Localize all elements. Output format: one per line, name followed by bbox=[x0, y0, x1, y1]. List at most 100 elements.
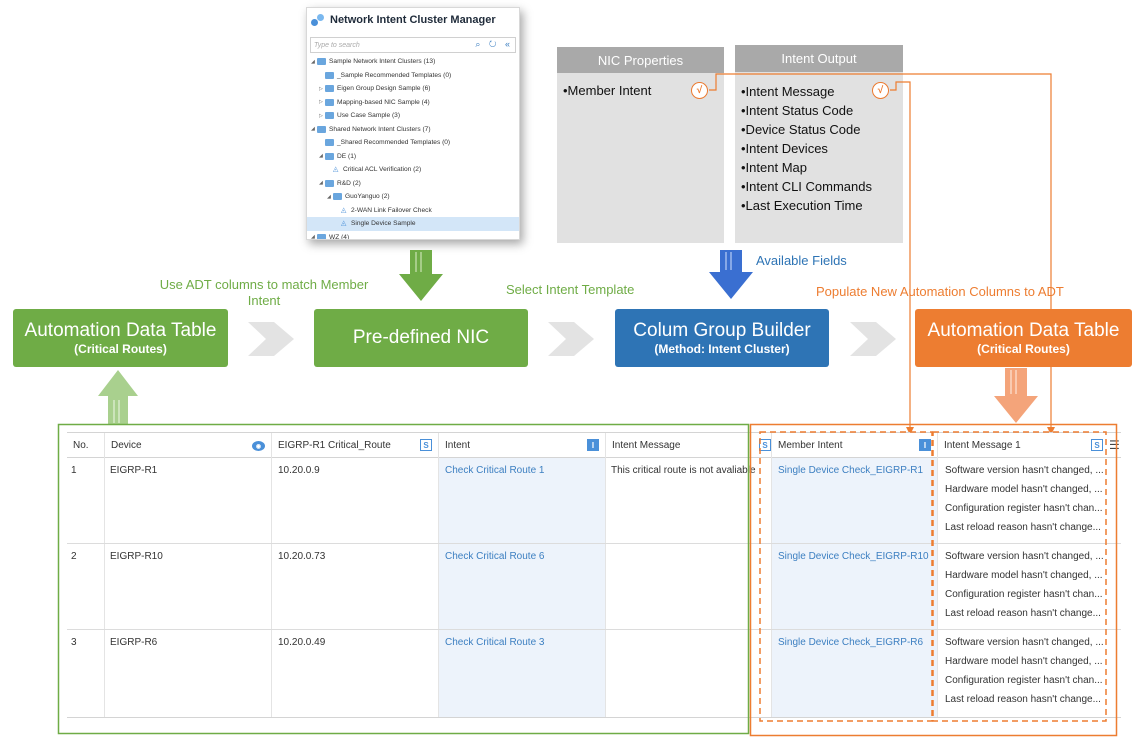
tree-item[interactable]: ◢ Shared Network Intent Clusters (7) bbox=[307, 123, 519, 137]
header-member-intent[interactable]: Member Intent I bbox=[772, 433, 937, 458]
arrow-down-blue bbox=[709, 250, 753, 299]
tree-list: ◢ Sample Network Intent Clusters (13) _Sam… bbox=[307, 55, 519, 240]
tree-search-input[interactable]: Type to search ⌕ ↻ « bbox=[310, 37, 516, 53]
intent-type-icon: I bbox=[919, 439, 931, 451]
expand-toggle-icon[interactable]: ◢ bbox=[327, 193, 331, 200]
intent-output-item: •Device Status Code bbox=[741, 122, 861, 137]
check-icon: √ bbox=[872, 82, 889, 99]
header-intent-message[interactable]: Intent Message S bbox=[606, 433, 771, 458]
panel-title-text: Network Intent Cluster Manager bbox=[330, 14, 496, 26]
cell-intent-link[interactable]: Check Critical Route 1 bbox=[445, 465, 545, 476]
expand-toggle-icon[interactable]: ▷ bbox=[319, 85, 323, 92]
panel-title: Network Intent Cluster Manager bbox=[307, 8, 519, 32]
tree-item-label: Shared Network Intent Clusters (7) bbox=[329, 125, 431, 133]
intent-cluster-icon: ◬ bbox=[333, 166, 339, 174]
cell-message-line: Software version hasn't changed, ... bbox=[945, 637, 1104, 648]
expand-toggle-icon[interactable]: ◢ bbox=[319, 180, 323, 187]
string-type-icon: S bbox=[1091, 439, 1103, 451]
flow-box-title: Colum Group Builder bbox=[633, 320, 811, 341]
cell-message-line: Software version hasn't changed, ... bbox=[945, 465, 1104, 476]
cell-message-line: Software version hasn't changed, ... bbox=[945, 551, 1104, 562]
cell-route: 10.20.0.73 bbox=[278, 551, 326, 562]
arrow-down-green bbox=[399, 250, 443, 301]
folder-icon bbox=[325, 71, 334, 79]
cell-message-line: Configuration register hasn't chan... bbox=[945, 675, 1103, 686]
cell-member-intent-link[interactable]: Single Device Check_EIGRP-R1 bbox=[778, 465, 924, 476]
tree-item-label: DE (1) bbox=[337, 152, 357, 160]
tree-item[interactable]: ▷Use Case Sample (3) bbox=[307, 109, 519, 123]
tree-item-label: Critical ACL Verification (2) bbox=[343, 166, 422, 174]
expand-toggle-icon[interactable]: ◢ bbox=[311, 58, 315, 65]
tree-item[interactable]: ◢ R&D (2) bbox=[307, 177, 519, 191]
cell-message-line: Last reload reason hasn't change... bbox=[945, 694, 1101, 705]
intent-output-item: •Intent Message bbox=[741, 84, 835, 99]
intent-output-item: •Last Execution Time bbox=[741, 198, 863, 213]
tree-item-label: GuoYanguo (2) bbox=[345, 193, 390, 201]
cluster-manager-icon bbox=[311, 13, 326, 27]
header-no[interactable]: No. bbox=[67, 433, 104, 458]
tree-item-label: Single Device Sample bbox=[351, 220, 416, 228]
folder-icon bbox=[325, 98, 334, 106]
cell-intent-link[interactable]: Check Critical Route 3 bbox=[445, 637, 545, 648]
chevron-right-icon bbox=[248, 316, 294, 362]
tree-item[interactable]: ◢ GuoYanguo (2) bbox=[307, 190, 519, 204]
header-device[interactable]: Device ◉ bbox=[105, 433, 271, 458]
tree-item[interactable]: ▷ Mapping-based NIC Sample (4) bbox=[307, 96, 519, 110]
header-intent[interactable]: Intent I bbox=[439, 433, 605, 458]
label-select-template: Select Intent Template bbox=[506, 282, 635, 297]
tree-item[interactable]: ◬Single Device Sample bbox=[307, 217, 519, 231]
cell-message-line: Configuration register hasn't chan... bbox=[945, 589, 1103, 600]
folder-icon bbox=[325, 139, 334, 147]
expand-toggle-icon[interactable]: ◢ bbox=[311, 126, 315, 133]
folder-icon bbox=[317, 58, 326, 66]
flow-box-subtitle: (Critical Routes) bbox=[977, 342, 1070, 356]
tree-item-label: _Shared Recommended Templates (0) bbox=[337, 139, 451, 147]
flow-automation-data-table-target: Automation Data Table (Critical Routes) bbox=[915, 309, 1132, 367]
cell-intent-message: This critical route is not avaliable. bbox=[611, 465, 756, 476]
header-intent-message-1[interactable]: Intent Message 1 S ☰ bbox=[938, 433, 1121, 458]
flow-box-subtitle: (Critical Routes) bbox=[74, 342, 167, 356]
cell-intent-link[interactable]: Check Critical Route 6 bbox=[445, 551, 545, 562]
cell-message-line: Last reload reason hasn't change... bbox=[945, 522, 1101, 533]
intent-cluster-manager-panel: Network Intent Cluster Manager Type to s… bbox=[306, 7, 520, 240]
tree-item[interactable]: ▷Eigen Group Design Sample (6) bbox=[307, 82, 519, 96]
row-separator bbox=[67, 543, 1121, 544]
expand-toggle-icon[interactable]: ▷ bbox=[319, 112, 323, 119]
header-route[interactable]: EIGRP-R1 Critical_Route S bbox=[272, 433, 438, 458]
cell-no: 1 bbox=[71, 465, 77, 476]
cell-member-intent-link[interactable]: Single Device Check_EIGRP-R6 bbox=[778, 637, 924, 648]
row-separator bbox=[67, 629, 1121, 630]
tree-item[interactable]: ◢WZ (4) bbox=[307, 231, 519, 240]
expand-toggle-icon[interactable]: ◢ bbox=[319, 153, 323, 160]
intent-output-item: •Intent CLI Commands bbox=[741, 179, 872, 194]
header-intent-label: Intent bbox=[445, 440, 471, 451]
tree-item[interactable]: ◢ DE (1) bbox=[307, 150, 519, 164]
label-match-member-intent: Use ADT columns to match Member Intent bbox=[159, 277, 369, 308]
tree-item[interactable]: ◬ Critical ACL Verification (2) bbox=[307, 163, 519, 177]
tree-item[interactable]: ◬2-WAN Link Failover Check bbox=[307, 204, 519, 218]
tree-item[interactable]: _Shared Recommended Templates (0) bbox=[307, 136, 519, 150]
search-tools-icons[interactable]: ⌕ ↻ « bbox=[475, 39, 513, 49]
string-type-icon: S bbox=[759, 439, 771, 451]
cell-device: EIGRP-R6 bbox=[110, 637, 158, 648]
tree-item-label: Mapping-based NIC Sample (4) bbox=[337, 98, 430, 106]
arrow-down-orange bbox=[994, 368, 1038, 423]
folder-icon bbox=[325, 152, 334, 160]
tree-item-label: R&D (2) bbox=[337, 179, 361, 187]
flow-box-subtitle: (Method: Intent Cluster) bbox=[654, 342, 790, 356]
expand-toggle-icon[interactable]: ▷ bbox=[319, 99, 323, 106]
arrow-up-light-green bbox=[98, 370, 138, 425]
chevron-right-icon bbox=[548, 316, 594, 362]
expand-toggle-icon[interactable]: ◢ bbox=[311, 234, 315, 240]
flow-column-group-builder: Colum Group Builder (Method: Intent Clus… bbox=[615, 309, 829, 367]
string-type-icon: S bbox=[420, 439, 432, 451]
column-menu-icon[interactable]: ☰ bbox=[1109, 438, 1120, 452]
check-icon: √ bbox=[691, 82, 708, 99]
flow-box-title: Pre-defined NIC bbox=[352, 327, 490, 348]
cell-member-intent-link[interactable]: Single Device Check_EIGRP-R10 bbox=[778, 551, 929, 562]
cell-message-line: Hardware model hasn't changed, ... bbox=[945, 656, 1103, 667]
tree-item[interactable]: ◢ Sample Network Intent Clusters (13) bbox=[307, 55, 519, 69]
tree-item[interactable]: _Sample Recommended Templates (0) bbox=[307, 69, 519, 83]
tree-item-label: Sample Network Intent Clusters (13) bbox=[329, 58, 436, 66]
label-populate-columns: Populate New Automation Columns to ADT bbox=[816, 284, 1064, 299]
